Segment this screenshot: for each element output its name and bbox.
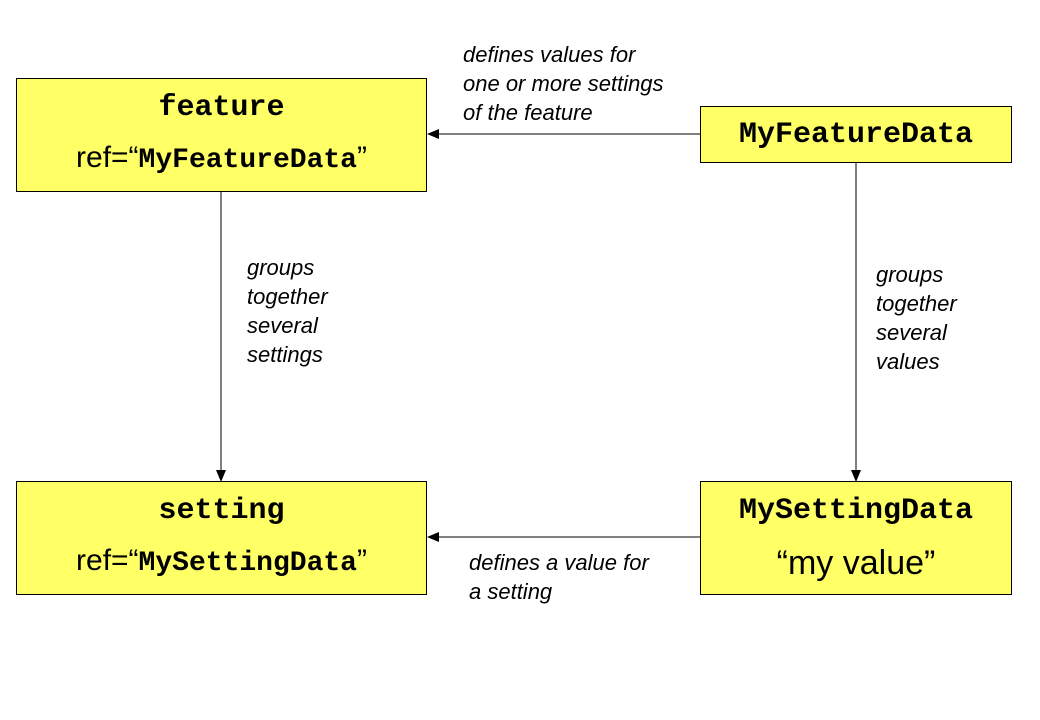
setting-node-title: setting [158,494,285,528]
label-groups-values: groups together several values [876,262,957,374]
setting-ref-prefix: ref=“ [76,544,139,577]
feature-ref-prefix: ref=“ [76,141,139,174]
my-setting-data-value: “my value” [776,544,936,582]
my-setting-data-node: MySettingData “my value” [700,481,1012,595]
feature-node-ref: ref=“MyFeatureData” [17,141,426,178]
feature-ref-value: MyFeatureData [138,145,357,176]
label-defines-value: defines a value for a setting [469,550,649,604]
label-groups-settings: groups together several settings [247,255,328,367]
feature-node-title: feature [158,91,285,125]
my-feature-data-node: MyFeatureData [700,106,1012,163]
my-setting-data-title: MySettingData [738,494,974,528]
label-defines-values: defines values for one or more settings … [463,42,664,125]
setting-ref-suffix: ” [356,544,367,577]
setting-ref-value: MySettingData [138,548,357,579]
my-feature-data-title: MyFeatureData [738,118,974,152]
setting-node: setting ref=“MySettingData” [16,481,427,595]
feature-ref-suffix: ” [356,141,367,174]
setting-node-ref: ref=“MySettingData” [17,544,426,581]
feature-node: feature ref=“MyFeatureData” [16,78,427,192]
